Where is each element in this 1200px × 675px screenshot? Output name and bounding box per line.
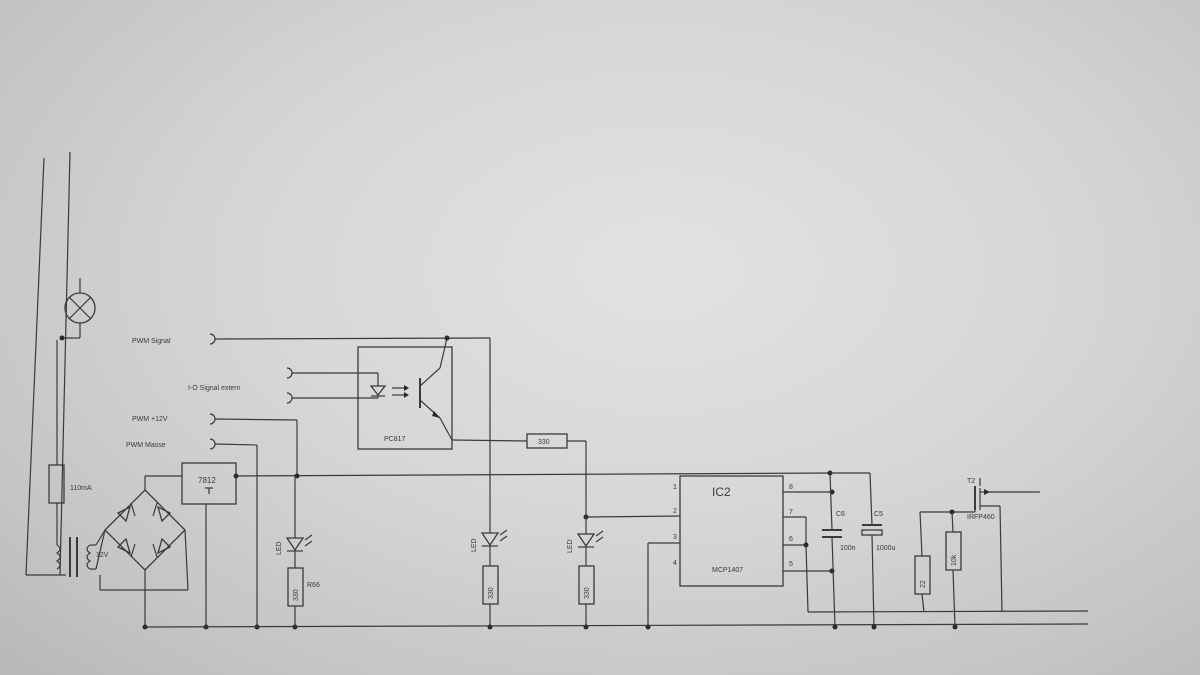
pin-7-label: 7 [789, 509, 793, 516]
ic-part-label: MCP1407 [712, 567, 743, 574]
mosfet-ref: T2 [967, 478, 975, 485]
driver-ic: IC2 MCP1407 1 2 3 4 8 7 6 5 [645, 475, 835, 630]
fuse: 110mA [48, 340, 92, 545]
led-2-resistor-value: 330 [488, 587, 495, 599]
pulldown-resistor: 10k [945, 509, 962, 630]
io-signal-label: I-O Signal extern [188, 385, 241, 392]
led-2: LED 330 [471, 338, 508, 630]
pin-6-label: 6 [789, 536, 793, 543]
led-1-resistor-ref: R66 [307, 582, 320, 589]
regulator-label: 7812 [198, 476, 216, 485]
series-resistor: 330 [451, 433, 681, 520]
bridge-rectifier [95, 475, 189, 627]
ground-bus [142, 610, 1089, 630]
transformer: 12V [55, 537, 109, 577]
led-2-label: LED [471, 538, 478, 552]
mosfet: T2 IRFP460 [967, 478, 1040, 613]
pin-3-label: 3 [673, 534, 677, 541]
led-3: LED 330 [567, 517, 604, 630]
transformer-voltage-label: 12V [96, 552, 109, 559]
optocoupler-label: PC817 [384, 436, 406, 443]
capacitor-c6: C6 100n [822, 470, 856, 628]
series-resistor-label: 330 [538, 439, 550, 446]
optocoupler: PC817 [357, 335, 453, 450]
cap-c6-ref: C6 [836, 511, 845, 518]
input-pwm-signal: PWM Signal [132, 333, 491, 345]
led-3-resistor-value: 330 [584, 587, 591, 599]
input-io-signal: I-O Signal extern [188, 367, 360, 404]
pin-4-label: 4 [673, 560, 677, 567]
pin-2-label: 2 [673, 508, 677, 515]
ic-name-label: IC2 [712, 485, 731, 499]
led-1-label: LED [276, 541, 283, 555]
pwm-masse-label: PWM Masse [126, 442, 166, 449]
led-3-label: LED [567, 539, 574, 553]
voltage-regulator: 7 8 1 2 [181, 462, 831, 630]
led-1-resistor-value: 330 [293, 589, 300, 601]
mains-lines [25, 151, 71, 576]
input-pwm-masse: PWM Masse [126, 438, 260, 630]
pwm-signal-label: PWM Signal [132, 338, 171, 345]
input-pwm-12v: PWM +12V [132, 413, 300, 479]
cap-c5-value: 1000u [876, 545, 896, 552]
pwm-12v-label: PWM +12V [132, 416, 168, 423]
gate-resistor-value: 22 [920, 580, 927, 588]
mosfet-part: IRFP460 [967, 514, 995, 521]
pulldown-resistor-value: 10k [951, 554, 958, 566]
gate-resistor: 22 [914, 511, 975, 613]
led-1: LED 330 R66 [276, 476, 320, 630]
pin-1-label: 1 [673, 484, 677, 491]
pin-8-label: 8 [789, 484, 793, 491]
fuse-label: 110mA [70, 485, 92, 492]
cap-c6-value: 100n [840, 545, 856, 552]
cap-c5-ref: C5 [874, 511, 883, 518]
pin-5-label: 5 [789, 561, 793, 568]
lamp-symbol [59, 278, 96, 341]
